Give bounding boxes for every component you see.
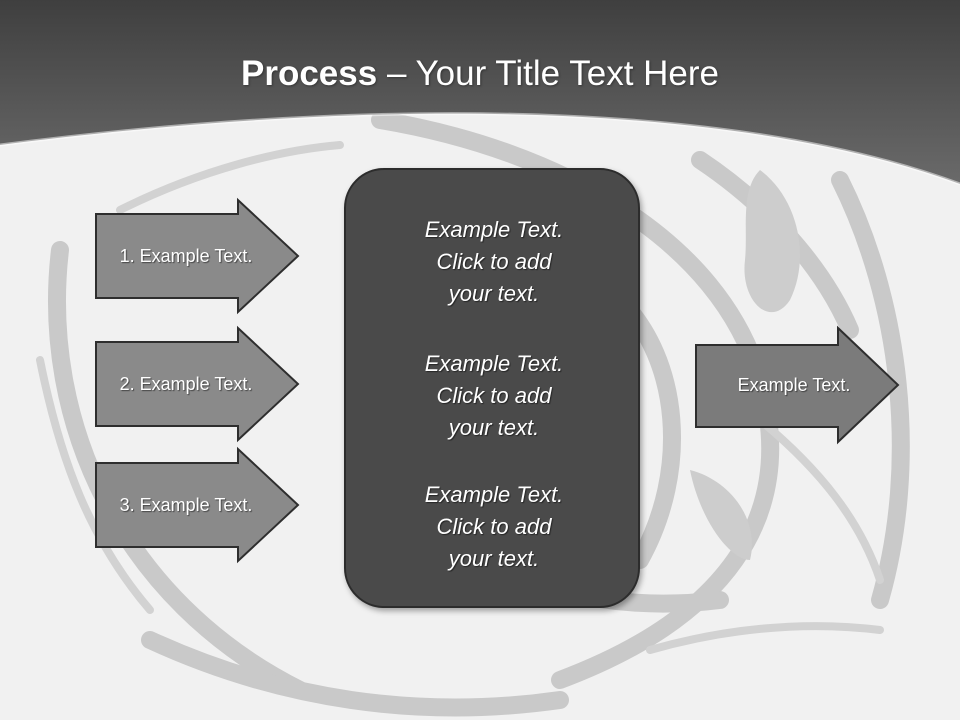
arrow-shape bbox=[95, 325, 300, 443]
arrow-shape bbox=[695, 325, 900, 445]
process-text-line: Example Text. bbox=[424, 217, 564, 242]
title-bold: Process bbox=[241, 54, 378, 93]
arrow-shape bbox=[95, 446, 300, 564]
process-text-line: your text. bbox=[448, 415, 540, 440]
input-arrow-label: 2. Example Text. bbox=[119, 373, 253, 394]
input-arrow-label: 3. Example Text. bbox=[119, 494, 253, 515]
process-text-line: Click to add bbox=[436, 383, 552, 408]
process-text-line: Example Text. bbox=[424, 351, 564, 376]
output-arrow-label: Example Text. bbox=[737, 374, 851, 395]
process-text-2[interactable]: Example Text. Click to add your text. bbox=[346, 348, 642, 444]
input-arrow-label: 1. Example Text. bbox=[119, 245, 253, 266]
process-text-line: Example Text. bbox=[424, 482, 564, 507]
process-text-1[interactable]: Example Text. Click to add your text. bbox=[346, 214, 642, 310]
input-arrow-3[interactable]: 3. Example Text. bbox=[95, 446, 300, 564]
slide-title: Process – Your Title Text Here bbox=[0, 52, 960, 96]
process-text-line: Click to add bbox=[436, 514, 552, 539]
input-arrow-1[interactable]: 1. Example Text. bbox=[95, 197, 300, 315]
output-arrow[interactable]: Example Text. bbox=[695, 325, 900, 445]
process-text-line: your text. bbox=[448, 281, 540, 306]
process-text-line: Click to add bbox=[436, 249, 552, 274]
title-rest: – Your Title Text Here bbox=[377, 54, 719, 93]
arrow-shape bbox=[95, 197, 300, 315]
process-text-3[interactable]: Example Text. Click to add your text. bbox=[346, 479, 642, 575]
input-arrow-2[interactable]: 2. Example Text. bbox=[95, 325, 300, 443]
process-text-line: your text. bbox=[448, 546, 540, 571]
process-box[interactable]: Example Text. Click to add your text. Ex… bbox=[344, 168, 640, 608]
